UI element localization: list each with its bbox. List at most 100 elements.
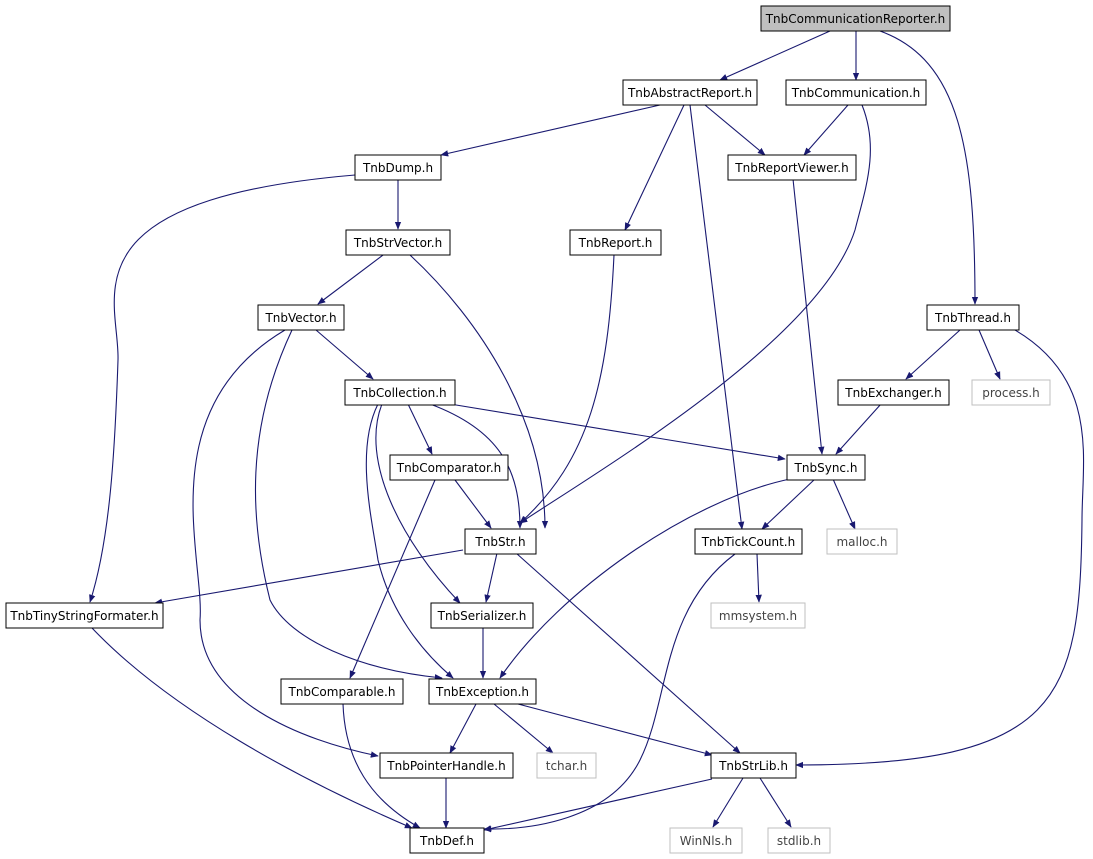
node-label: TnbReportViewer.h	[734, 161, 848, 175]
edge-exception-strlib	[517, 703, 713, 757]
node-label: WinNls.h	[680, 834, 733, 848]
node-tnb-vector[interactable]: TnbVector.h	[257, 304, 345, 331]
node-tchar: tchar.h	[536, 752, 597, 779]
node-label: TnbVector.h	[264, 311, 336, 325]
edge-comparator-comparable	[349, 479, 436, 679]
edge-exception-tchar	[493, 703, 554, 754]
edge-sync-malloc	[832, 478, 856, 530]
node-label: malloc.h	[836, 535, 887, 549]
node-tnb-comparable[interactable]: TnbComparable.h	[280, 678, 404, 705]
node-tnb-abstract-report[interactable]: TnbAbstractReport.h	[622, 79, 758, 106]
node-label: TnbExchanger.h	[844, 386, 941, 400]
node-tnb-dump[interactable]: TnbDump.h	[354, 154, 442, 181]
node-stdlib: stdlib.h	[767, 827, 831, 854]
node-label: TnbThread.h	[934, 311, 1011, 325]
node-label: TnbPointerHandle.h	[386, 759, 505, 773]
edge-root-thread	[879, 30, 979, 305]
node-label: mmsystem.h	[719, 609, 797, 623]
node-tnb-communication[interactable]: TnbCommunication.h	[785, 79, 927, 106]
node-label: TnbStr.h	[474, 535, 525, 549]
node-tnb-comparator[interactable]: TnbComparator.h	[389, 454, 509, 481]
node-label: tchar.h	[546, 759, 588, 773]
edge-strlib-def	[483, 778, 713, 832]
node-label: TnbAbstractReport.h	[627, 86, 752, 100]
edge-vector-exception	[254, 329, 443, 681]
file-nodes: TnbCommunicationReporter.h TnbAbstractRe…	[5, 5, 1051, 854]
edge-tick-def	[483, 553, 736, 833]
node-label: TnbStrVector.h	[353, 236, 442, 250]
node-label: TnbStrLib.h	[718, 759, 788, 773]
node-tnb-exception[interactable]: TnbException.h	[428, 678, 537, 705]
node-label: TnbReport.h	[578, 236, 653, 250]
edge-viewer-sync	[792, 178, 825, 455]
node-label: process.h	[982, 386, 1040, 400]
edge-sync-exception	[499, 478, 791, 679]
edge-str-serializer	[484, 552, 498, 603]
node-tnb-def[interactable]: TnbDef.h	[409, 827, 485, 854]
edge-thread-strlib	[795, 329, 1085, 769]
edge-abstract-dump	[440, 104, 661, 157]
edge-tiny-def	[91, 627, 413, 829]
node-malloc: malloc.h	[826, 528, 898, 555]
edge-dump-tiny	[89, 174, 356, 603]
node-tnb-tiny-string-formater[interactable]: TnbTinyStringFormater.h	[5, 602, 164, 629]
node-label: TnbException.h	[435, 685, 529, 699]
node-label: stdlib.h	[777, 834, 821, 848]
edge-str-tiny	[154, 549, 464, 605]
edge-comm-str	[519, 104, 871, 524]
edge-sync-tick	[761, 478, 816, 530]
node-tnb-str-lib[interactable]: TnbStrLib.h	[710, 752, 797, 779]
node-tnb-str-vector[interactable]: TnbStrVector.h	[345, 229, 451, 256]
node-mmsystem: mmsystem.h	[710, 602, 806, 629]
edge-vector-pointer	[192, 329, 379, 758]
node-tnb-str[interactable]: TnbStr.h	[464, 528, 537, 555]
node-label: TnbComparable.h	[288, 685, 396, 699]
edge-comparable-def	[342, 703, 421, 829]
edge-abstract-report	[624, 104, 685, 231]
edge-collection-comparator	[407, 403, 433, 455]
edge-thread-exchanger	[905, 329, 961, 380]
edge-collection-exception	[365, 403, 454, 679]
node-label: TnbSerializer.h	[437, 609, 527, 623]
node-label: TnbComparator.h	[396, 461, 502, 475]
node-tnb-exchanger[interactable]: TnbExchanger.h	[837, 379, 950, 406]
node-tnb-report-viewer[interactable]: TnbReportViewer.h	[727, 154, 857, 181]
edge-strlib-winnls	[712, 777, 744, 828]
edge-abstract-viewer	[704, 104, 766, 156]
node-label: TnbCommunicationReporter.h	[765, 12, 946, 26]
edge-tick-mmsystem	[755, 553, 762, 603]
node-tnb-report[interactable]: TnbReport.h	[569, 229, 662, 256]
edge-exchanger-sync	[835, 403, 882, 455]
node-tnb-tick-count[interactable]: TnbTickCount.h	[694, 528, 803, 555]
edge-strlib-stdlib	[759, 777, 792, 828]
edge-collection-str	[429, 403, 524, 529]
node-tnb-thread[interactable]: TnbThread.h	[926, 304, 1020, 331]
edge-thread-process	[978, 329, 1001, 380]
node-tnb-collection[interactable]: TnbCollection.h	[344, 379, 456, 406]
node-label: TnbCommunication.h	[791, 86, 921, 100]
node-label: TnbSync.h	[794, 461, 858, 475]
node-label: TnbDef.h	[419, 834, 474, 848]
edge-exception-pointer	[449, 703, 477, 754]
edge-comm-viewer	[803, 104, 849, 156]
edge-strvec-str	[409, 254, 549, 529]
node-label: TnbTickCount.h	[701, 535, 795, 549]
edge-collection-serializer	[375, 403, 461, 604]
dependency-edges	[89, 30, 1085, 833]
edge-root-abstract	[719, 30, 831, 81]
node-tnb-pointer-handle[interactable]: TnbPointerHandle.h	[379, 752, 514, 779]
node-label: TnbDump.h	[362, 161, 433, 175]
edge-abstract-tick	[689, 104, 745, 530]
edge-str-strlib	[515, 552, 741, 754]
node-tnb-sync[interactable]: TnbSync.h	[786, 454, 866, 481]
node-label: TnbCollection.h	[352, 386, 446, 400]
edge-strvec-vector	[317, 254, 384, 305]
node-tnb-serializer[interactable]: TnbSerializer.h	[430, 602, 534, 629]
edge-report-str	[519, 254, 615, 524]
node-winnls: WinNls.h	[669, 827, 743, 854]
node-tnb-communication-reporter[interactable]: TnbCommunicationReporter.h	[760, 5, 951, 32]
edge-comparator-str	[454, 479, 492, 529]
edge-vector-collection	[315, 329, 374, 380]
edge-collection-sync	[449, 403, 786, 461]
